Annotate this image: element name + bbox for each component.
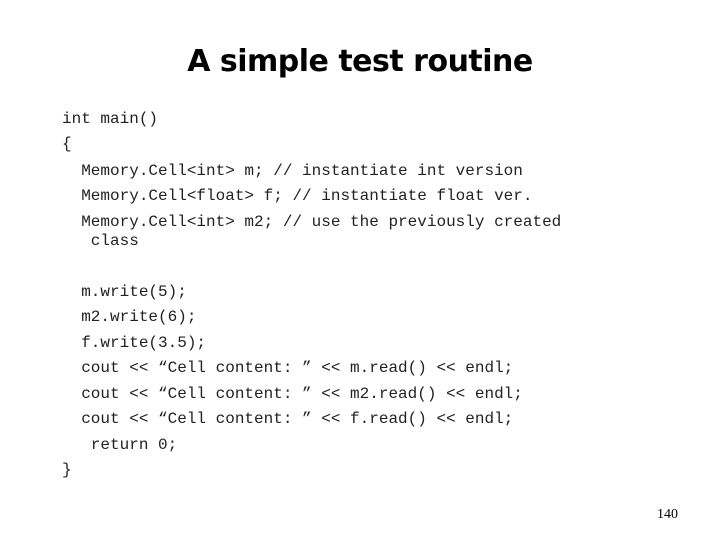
code-line-write-m: m.write(5); [62,283,187,301]
code-line-write-m2: m2.write(6); [62,308,197,326]
slide-title: A simple test routine [187,44,533,79]
code-line-cout-m2: cout << “Cell content: ” << m2.read() <<… [62,385,523,403]
code-line-open-brace: { [62,135,72,153]
code-line-return: return 0; [62,436,178,454]
code-line-declare-f: Memory.Cell<float> f; // instantiate flo… [62,187,533,205]
code-line-comment-continuation: class [62,232,139,250]
slide-number: 140 [657,507,678,522]
code-line-main: int main() [62,110,159,128]
code-line-declare-m: Memory.Cell<int> m; // instantiate int v… [62,162,523,180]
code-line-cout-m: cout << “Cell content: ” << m.read() << … [62,359,514,377]
code-line-cout-f: cout << “Cell content: ” << f.read() << … [62,410,514,428]
code-line-close-brace: } [62,461,72,479]
code-line-write-f: f.write(3.5); [62,334,207,352]
code-line-declare-m2: Memory.Cell<int> m2; // use the previous… [62,213,562,231]
